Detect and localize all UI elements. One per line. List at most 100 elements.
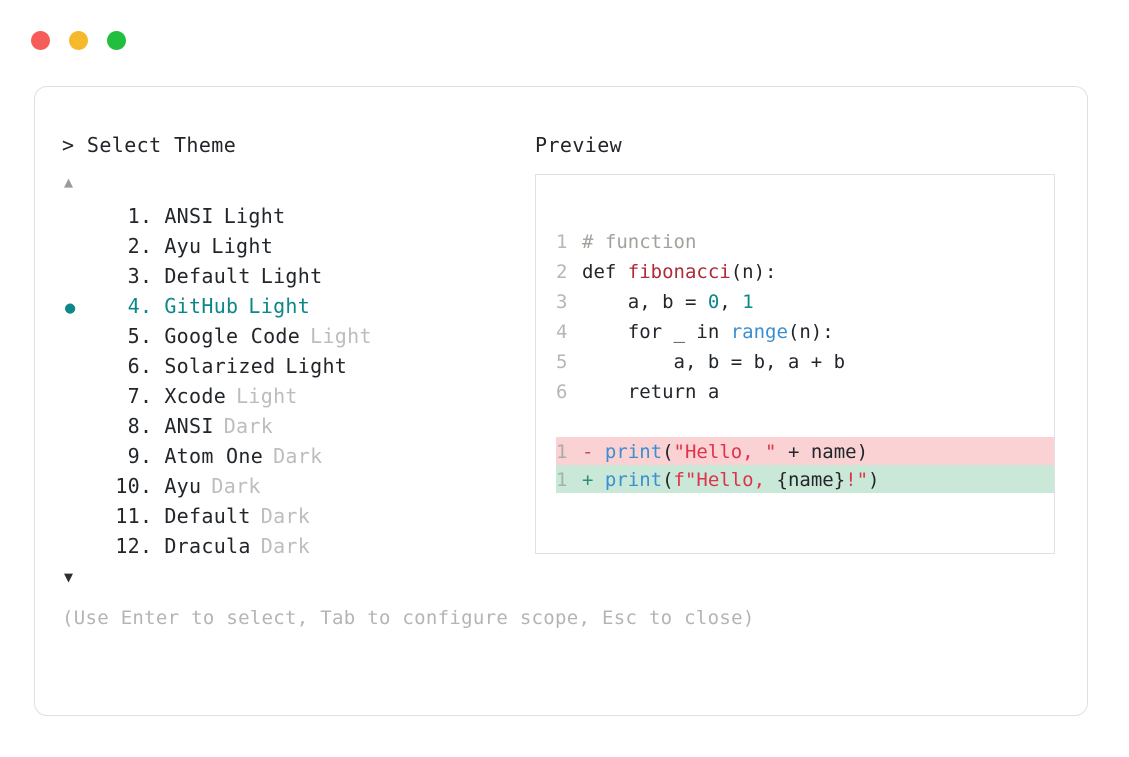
theme-item-separator: . [140,264,153,288]
theme-item-index: 12 [115,534,140,558]
theme-item-index: 11 [115,504,140,528]
theme-item-separator: . [140,324,153,348]
code-token: {name} [776,469,846,491]
theme-item-variant: Light [248,294,311,318]
code-token: fibonacci [627,261,731,283]
theme-item-separator: . [140,444,153,468]
code-token: 0 [707,291,720,313]
code-token: (n): [730,261,777,283]
minimize-icon[interactable] [69,31,88,50]
theme-item-name: Solarized [164,354,276,378]
code-line-text: a, b = b, a + b [582,347,846,377]
theme-item-name: GitHub [164,294,239,318]
code-token: def [582,261,628,283]
code-line: 6 return a [556,377,1054,407]
theme-item-separator: . [140,354,153,378]
theme-item-variant: Light [236,384,298,408]
code-line-text: for _ in range(n): [582,317,834,347]
code-line: 5 a, b = b, a + b [556,347,1054,377]
theme-item-name: Default [164,264,251,288]
code-token: , [719,291,743,313]
theme-item-variant: Dark [273,444,323,468]
code-token: print [604,469,663,491]
selected-bullet-icon: ● [65,298,76,318]
theme-item-separator: . [140,534,153,558]
code-line-text: a, b = 0, 1 [582,287,754,317]
code-token: + name) [776,441,869,463]
code-line-text: return a [582,377,720,407]
diff-removed-line: 1- print("Hello, " + name) [556,437,1054,465]
code-token: 1 [742,291,754,313]
diff-added-line: 1+ print(f"Hello, {name}!") [556,465,1054,493]
theme-item-variant: Light [285,354,348,378]
diff-sign: - [582,441,605,463]
theme-item-variant: Dark [260,504,311,528]
diff-line-text: print("Hello, " + name) [605,437,868,467]
theme-item-separator: . [140,204,153,228]
theme-item-separator: . [140,294,153,318]
code-line-text: # function [582,227,696,257]
theme-item-name: Ayu [164,234,202,258]
code-token: a, b = [582,291,708,313]
line-number: 4 [556,321,568,343]
maximize-icon[interactable] [107,31,126,50]
theme-list-item[interactable]: 10. Ayu Dark [62,471,532,501]
code-token: a, b = b, a + b [582,351,846,373]
code-line: 2 def fibonacci(n): [556,257,1054,287]
theme-item-index: 1 [127,204,140,228]
theme-item-index: 8 [127,414,140,438]
theme-item-index: 5 [127,324,140,348]
code-token: return a [582,381,720,403]
diff-line-text: print(f"Hello, {name}!") [605,465,880,495]
code-line-text: def fibonacci(n): [582,257,776,287]
code-token: ) [868,469,880,491]
theme-item-name: Ayu [164,474,202,498]
scroll-down-icon[interactable]: ▼ [64,568,74,586]
theme-list-item[interactable]: 6. Solarized Light [62,351,532,381]
close-icon[interactable] [31,31,50,50]
line-number: 1 [556,231,568,253]
keyboard-hint: (Use Enter to select, Tab to configure s… [62,607,755,629]
line-number: 2 [556,261,568,283]
theme-item-separator: . [140,474,153,498]
theme-item-variant: Dark [211,474,261,498]
theme-item-name: ANSI [164,414,214,438]
preview-title: Preview [535,133,623,157]
code-token: ( [662,469,674,491]
code-token: range [730,321,788,343]
theme-item-separator: . [140,414,153,438]
theme-item-separator: . [140,504,153,528]
line-number: 3 [556,291,568,313]
line-number: 1 [556,441,568,463]
theme-item-index: 6 [127,354,140,378]
code-token: f"Hello, [673,469,777,491]
theme-item-index: 2 [127,234,140,258]
line-number: 1 [556,469,568,491]
scroll-up-icon[interactable]: ▲ [64,173,74,191]
code-token: ( [662,441,674,463]
theme-item-separator: . [140,384,153,408]
theme-item-name: Google Code [164,324,301,348]
window-controls [31,31,126,50]
code-token: !" [845,469,869,491]
code-token: for _ in [582,321,731,343]
theme-item-index: 10 [115,474,140,498]
code-token: print [604,441,663,463]
code-token: (n): [787,321,834,343]
